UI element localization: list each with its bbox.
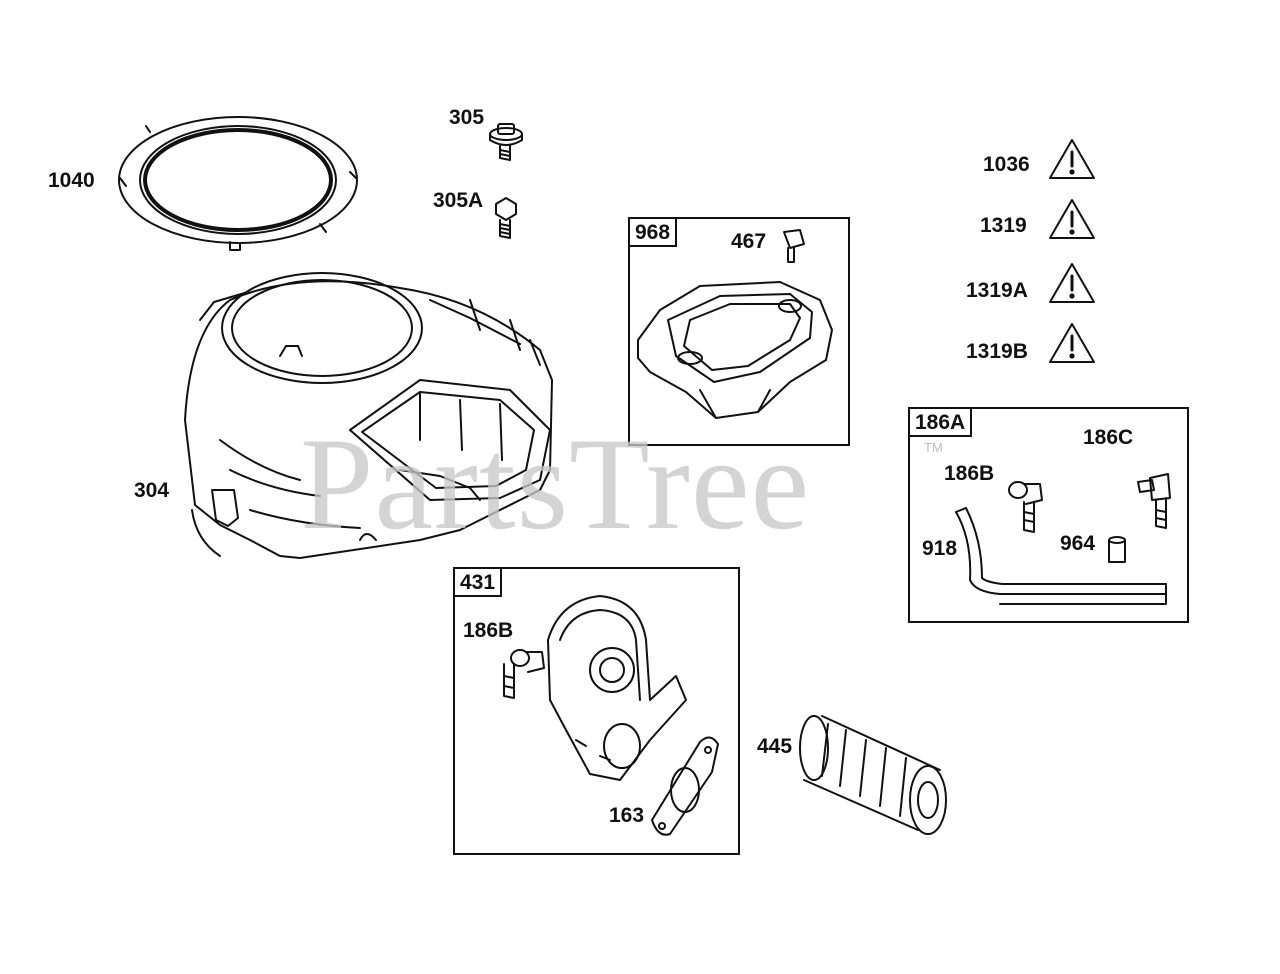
callout-305A: 305A [433, 189, 484, 212]
part-304-blower-housing[interactable] [184, 272, 553, 559]
part-445-air-filter[interactable] [799, 715, 947, 835]
group-label-968: 968 [630, 219, 678, 247]
callout-918: 918 [922, 537, 958, 560]
part-968-cover[interactable] [637, 281, 833, 419]
group-box-968 [628, 217, 850, 446]
callout-1319A: 1319A [966, 279, 1028, 302]
part-186B-fitting-lower[interactable] [503, 649, 545, 699]
part-1040-ring-screen[interactable] [118, 116, 358, 251]
callout-467: 467 [731, 230, 767, 253]
part-467-fastener[interactable] [783, 229, 805, 263]
callout-305: 305 [449, 106, 485, 129]
group-box-431 [453, 567, 740, 855]
callout-1319B: 1319B [966, 340, 1028, 363]
callout-1036: 1036 [983, 153, 1030, 176]
warning-triangle-icon-1319B [1049, 323, 1095, 363]
callout-445: 445 [757, 735, 793, 758]
callout-186B-upper: 186B [944, 462, 995, 485]
part-186B-fitting-upper[interactable] [1008, 481, 1043, 533]
callout-186B-lower: 186B [463, 619, 514, 642]
callout-1040: 1040 [48, 169, 95, 192]
part-186C-fitting[interactable] [1137, 473, 1171, 529]
callout-964: 964 [1060, 532, 1096, 555]
callout-163: 163 [609, 804, 645, 827]
group-label-431: 431 [455, 569, 503, 597]
part-163-gasket[interactable] [651, 736, 719, 836]
group-label-186A: 186A [910, 409, 973, 437]
callout-304: 304 [134, 479, 170, 502]
part-918-hose[interactable] [955, 507, 1167, 605]
warning-triangle-icon-1319A [1049, 263, 1095, 303]
group-box-186A [908, 407, 1189, 623]
watermark-trademark: TM [924, 440, 943, 455]
callout-186C: 186C [1083, 426, 1134, 449]
part-305A-bolt[interactable] [495, 197, 517, 239]
callout-1319: 1319 [980, 214, 1027, 237]
warning-triangle-icon-1319 [1049, 199, 1095, 239]
part-431-air-cleaner-base[interactable] [547, 595, 687, 781]
part-964-sleeve[interactable] [1108, 536, 1126, 563]
warning-triangle-icon-1036 [1049, 139, 1095, 179]
part-305-bolt[interactable] [489, 123, 523, 161]
